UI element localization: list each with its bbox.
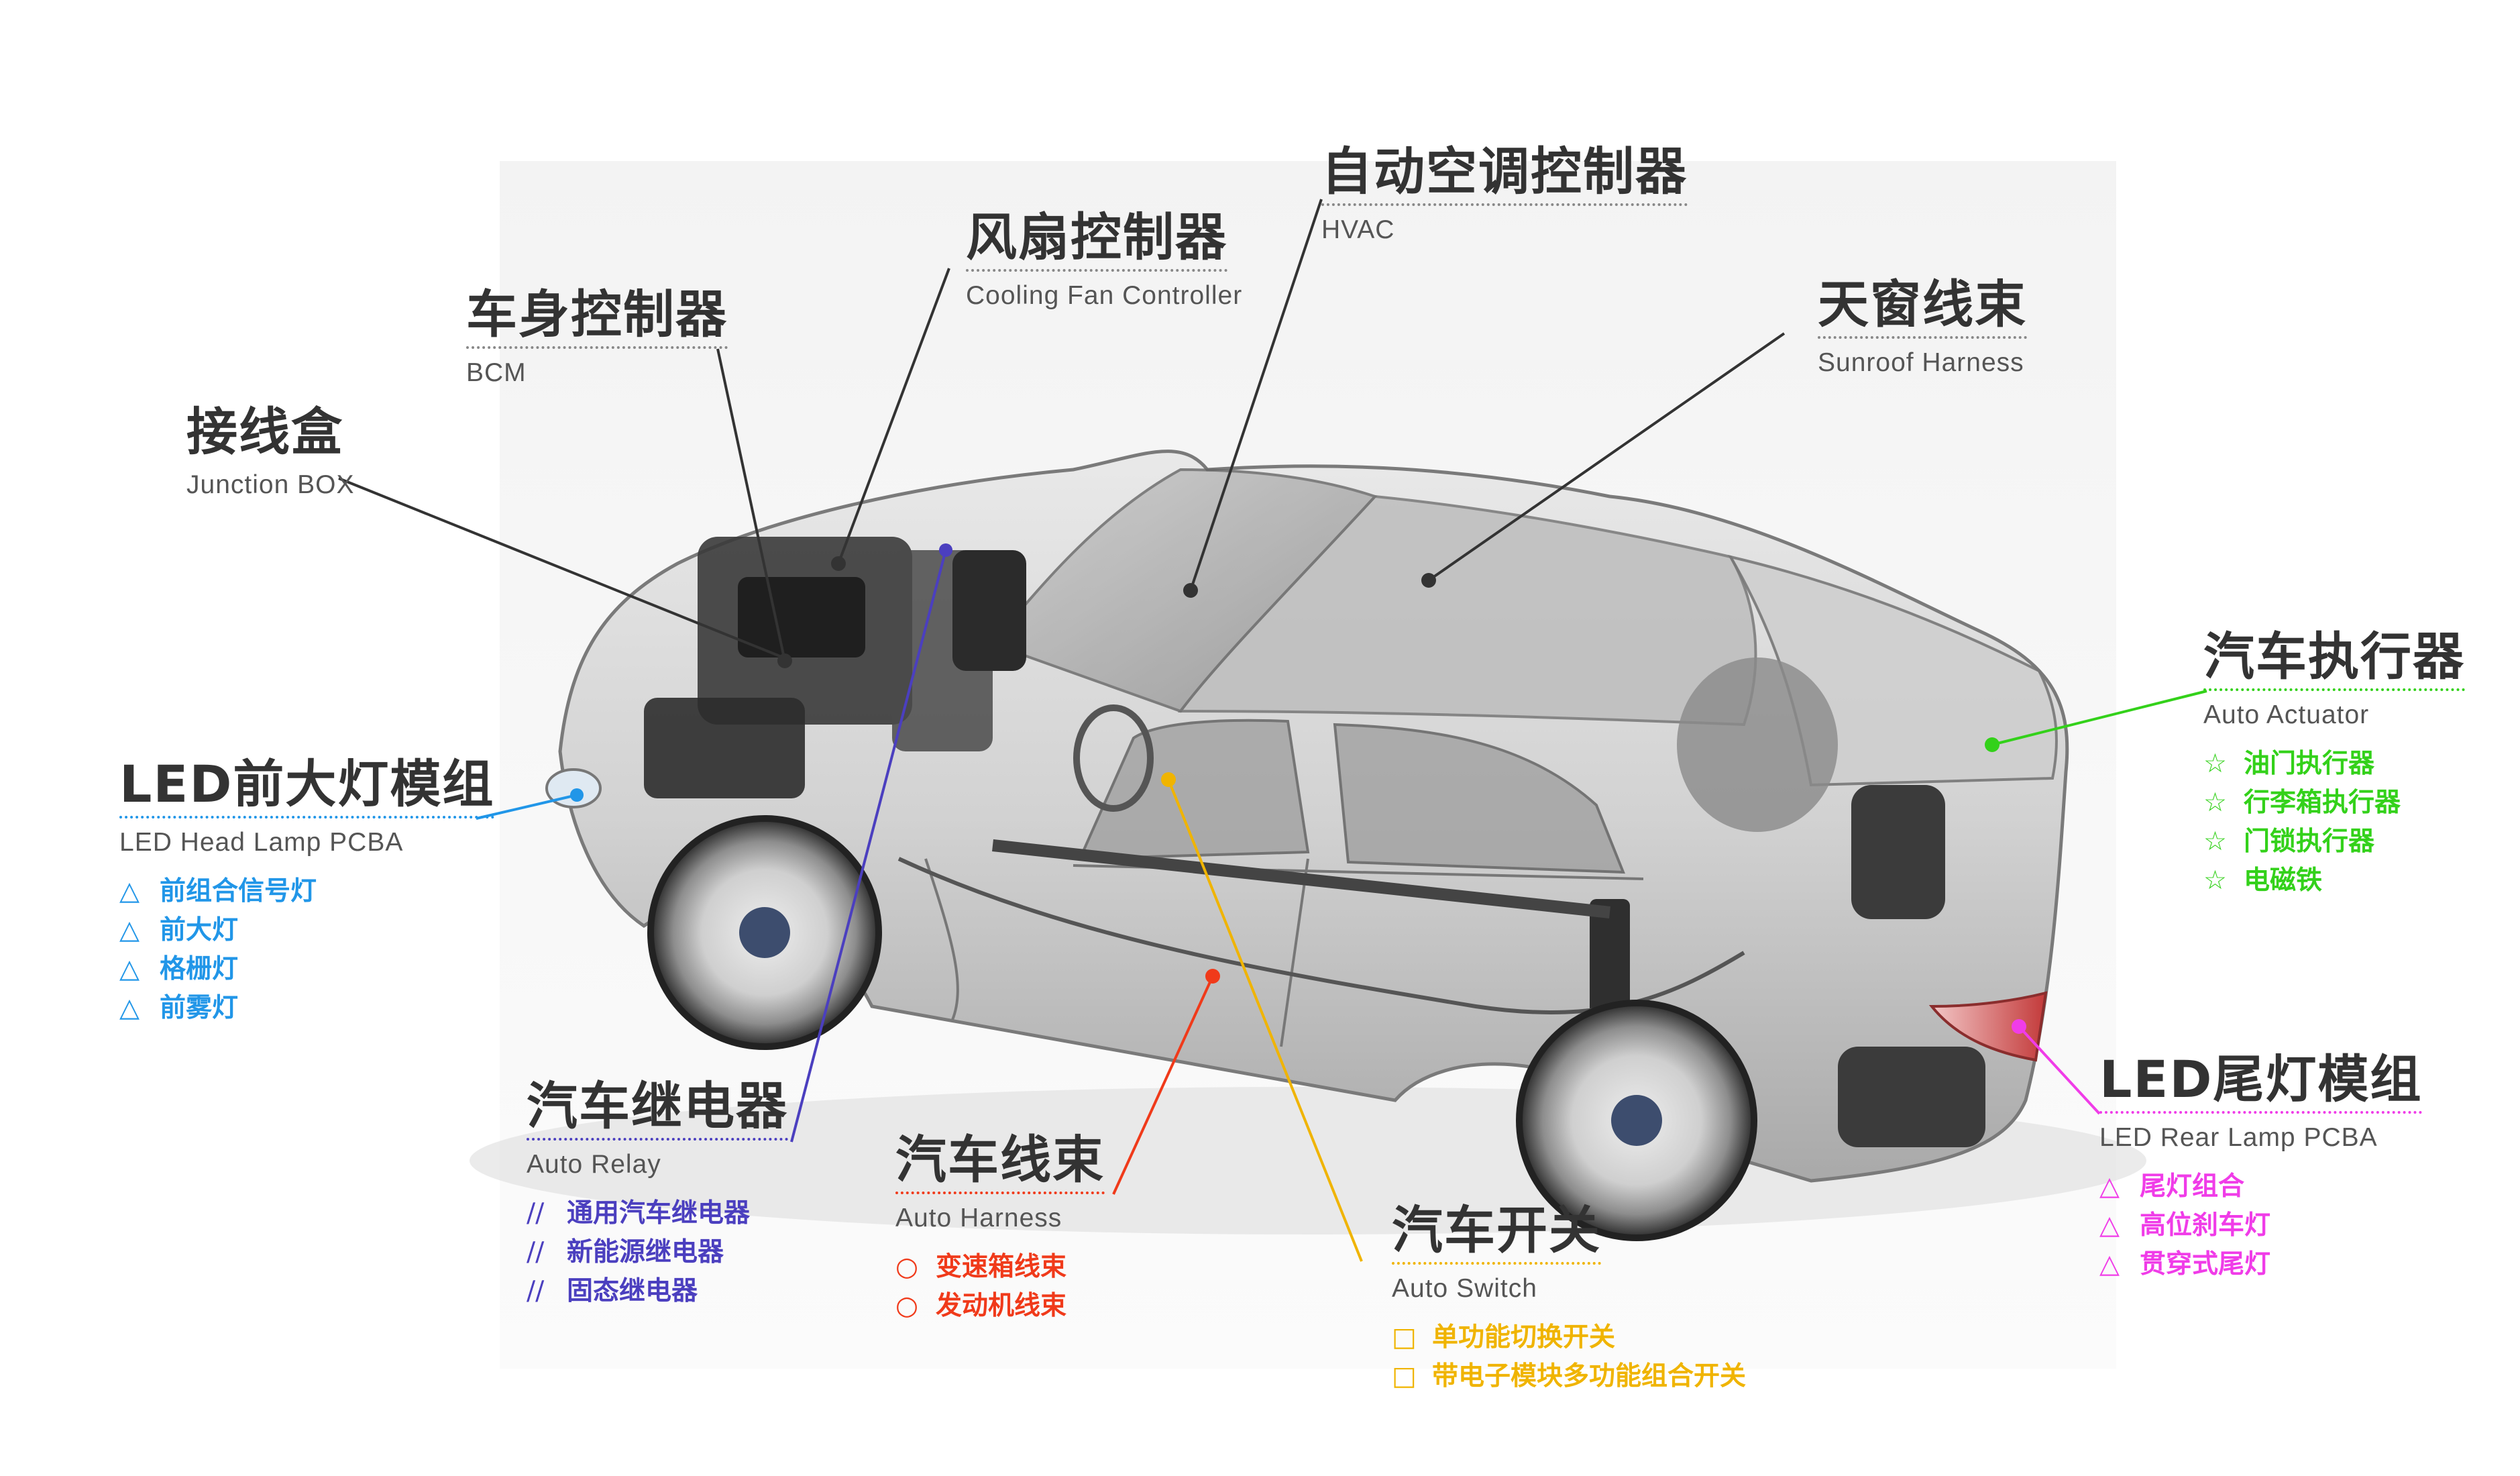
leader-head-lamp <box>476 794 578 820</box>
leader-junction <box>338 477 792 662</box>
leader-sunroof <box>1427 332 1786 582</box>
list-item: ☆电磁铁 <box>2203 865 2323 896</box>
actuator-subtitle: Auto Actuator <box>2203 700 2370 730</box>
drive-shaft <box>992 839 1610 918</box>
harness-title: 汽车线束 <box>895 1130 1105 1195</box>
leader-relay <box>790 549 947 1143</box>
list-item: ☆门锁执行器 <box>2203 827 2375 857</box>
switch-label: 汽车开关 Auto Switch □单功能切换开关 □带电子模块多功能组合开关 <box>1392 1201 1746 1396</box>
list-item: //新能源继电器 <box>527 1237 724 1268</box>
head-lamp-label: LED前大灯模组 LED Head Lamp PCBA △前组合信号灯 △前大灯… <box>119 755 495 1028</box>
dot-switch <box>1161 772 1176 787</box>
list-item: ○变速箱线束 <box>895 1252 1067 1283</box>
leader-actuator <box>1991 690 2207 746</box>
list-item: □带电子模块多功能组合开关 <box>1392 1361 1747 1392</box>
list-item: ○发动机线束 <box>895 1291 1067 1322</box>
head-lamp-title: LED前大灯模组 <box>119 755 495 819</box>
list-item: △贯穿式尾灯 <box>2099 1249 2271 1280</box>
sunroof-label: 天窗线束 Sunroof Harness <box>1818 275 2027 378</box>
hvac-subtitle: HVAC <box>1321 215 1395 245</box>
list-item: △高位刹车灯 <box>2099 1210 2271 1241</box>
fan-controller-subtitle: Cooling Fan Controller <box>966 281 1243 311</box>
dot-actuator <box>1985 737 1999 752</box>
dot-head-lamp <box>570 788 584 802</box>
leader-switch <box>1167 779 1363 1262</box>
list-item: △前组合信号灯 <box>119 876 317 907</box>
switch-subtitle: Auto Switch <box>1392 1274 1537 1304</box>
engine-bay <box>644 537 1026 798</box>
list-item: //通用汽车继电器 <box>527 1198 751 1229</box>
harness-list: ○变速箱线束 ○发动机线束 <box>895 1248 1105 1326</box>
hvac-label: 自动空调控制器 HVAC <box>1321 142 1688 245</box>
dot-harness <box>1205 969 1220 984</box>
leader-tail-lamp <box>2018 1025 2101 1115</box>
head-lamp-list: △前组合信号灯 △前大灯 △格栅灯 △前雾灯 <box>119 872 494 1028</box>
steering-wheel <box>1073 704 1154 812</box>
colored-leader-lines <box>476 549 2207 1262</box>
tail-lamp-subtitle: LED Rear Lamp PCBA <box>2099 1123 2378 1153</box>
list-item: △格栅灯 <box>119 954 239 985</box>
bcm-subtitle: BCM <box>466 358 527 388</box>
sunroof-subtitle: Sunroof Harness <box>1818 348 2024 378</box>
switch-list: □单功能切换开关 □带电子模块多功能组合开关 <box>1392 1318 1746 1396</box>
sunroof-title: 天窗线束 <box>1818 275 2027 339</box>
hvac-title: 自动空调控制器 <box>1321 142 1688 207</box>
bcm-title: 车身控制器 <box>466 285 728 350</box>
relay-list: //通用汽车继电器 //新能源继电器 //固态继电器 <box>527 1194 788 1311</box>
dot-tail-lamp <box>2012 1019 2026 1034</box>
head-lamp-subtitle: LED Head Lamp PCBA <box>119 828 404 857</box>
switch-title: 汽车开关 <box>1392 1201 1601 1265</box>
actuator-label: 汽车执行器 Auto Actuator ☆油门执行器 ☆行李箱执行器 ☆门锁执行… <box>2203 627 2465 900</box>
fan-controller-title: 风扇控制器 <box>966 208 1227 272</box>
leader-harness <box>1112 976 1214 1195</box>
floor-harness <box>897 857 1745 1014</box>
actuator-title: 汽车执行器 <box>2203 627 2465 692</box>
dot-relay <box>939 543 952 557</box>
junction-box-label: 接线盒 Junction BOX <box>186 403 354 500</box>
harness-subtitle: Auto Harness <box>895 1204 1062 1233</box>
actuator-list: ☆油门执行器 ☆行李箱执行器 ☆门锁执行器 ☆电磁铁 <box>2203 745 2465 900</box>
list-item: //固态继电器 <box>527 1276 698 1307</box>
tail-lamp-list: △尾灯组合 △高位刹车灯 △贯穿式尾灯 <box>2099 1167 2422 1284</box>
relay-title: 汽车继电器 <box>527 1077 788 1141</box>
tail-lamp <box>1928 991 2048 1062</box>
relay-label: 汽车继电器 Auto Relay //通用汽车继电器 //新能源继电器 //固态… <box>527 1077 788 1311</box>
list-item: □单功能切换开关 <box>1392 1322 1616 1353</box>
rear-mechanics <box>1590 657 1985 1147</box>
rear-wheel <box>1516 1000 1757 1241</box>
tail-lamp-title: LED尾灯模组 <box>2099 1050 2423 1114</box>
leader-hvac <box>1189 199 1323 591</box>
junction-box-subtitle: Junction BOX <box>186 470 355 500</box>
bcm-label: 车身控制器 BCM <box>466 285 728 388</box>
fan-controller-label: 风扇控制器 Cooling Fan Controller <box>966 208 1242 311</box>
tail-lamp-label: LED尾灯模组 LED Rear Lamp PCBA △尾灯组合 △高位刹车灯 … <box>2099 1050 2423 1284</box>
leader-fan <box>837 268 950 564</box>
leader-bcm <box>716 348 786 662</box>
dark-leader-dots <box>777 556 1436 668</box>
list-item: ☆行李箱执行器 <box>2203 788 2401 819</box>
harness-label: 汽车线束 Auto Harness ○变速箱线束 ○发动机线束 <box>895 1130 1105 1326</box>
dark-leader-lines <box>338 199 1786 662</box>
list-item: △前大灯 <box>119 915 239 946</box>
list-item: ☆油门执行器 <box>2203 749 2375 780</box>
list-item: △尾灯组合 <box>2099 1171 2245 1202</box>
junction-box-title: 接线盒 <box>186 402 343 462</box>
relay-subtitle: Auto Relay <box>527 1150 661 1179</box>
list-item: △前雾灯 <box>119 993 239 1024</box>
front-wheel <box>647 815 882 1050</box>
side-window-rear <box>1333 723 1625 874</box>
